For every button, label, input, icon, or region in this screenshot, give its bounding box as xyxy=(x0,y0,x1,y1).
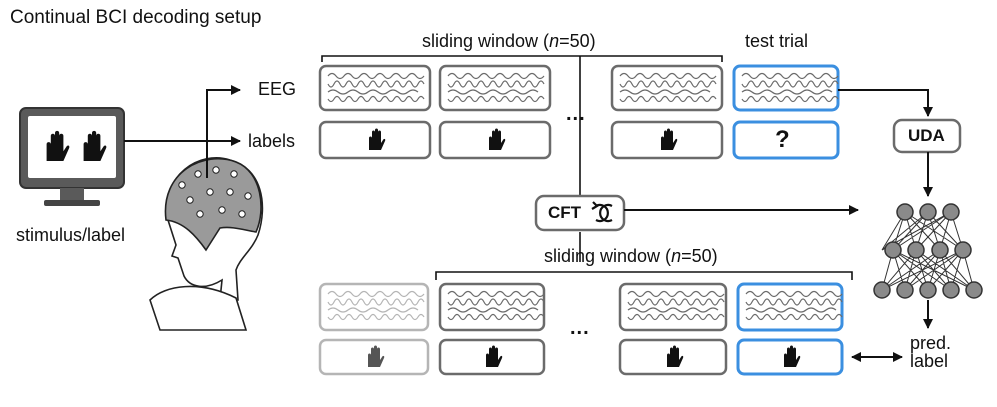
eeg-box xyxy=(438,282,546,332)
pred-label-line1: pred. xyxy=(910,333,952,353)
stimulus-label: stimulus/label xyxy=(16,225,126,245)
question-icon: ? xyxy=(775,126,790,153)
labels-input-label: labels xyxy=(248,131,296,151)
eeg-input-label: EEG xyxy=(258,79,297,99)
cft-label: CFT xyxy=(548,203,582,222)
eeg-box xyxy=(618,282,728,332)
test-to-uda-arrow xyxy=(838,89,933,117)
top-sliding-window-label: sliding window (n=50) xyxy=(422,31,596,51)
page-title: Continual BCI decoding setup xyxy=(10,7,262,28)
label-box xyxy=(438,120,552,160)
new-trial-eeg-box xyxy=(736,282,844,332)
test-trial-eeg-box xyxy=(732,64,840,112)
refresh-icon xyxy=(591,201,613,223)
bottom-ellipsis: ... xyxy=(570,317,590,339)
monitor-icon xyxy=(19,107,125,206)
label-box xyxy=(438,338,546,376)
eeg-box xyxy=(318,64,432,112)
label-box xyxy=(318,120,432,160)
eeg-box xyxy=(438,64,552,112)
neural-network-icon xyxy=(873,203,983,299)
label-box-faded xyxy=(318,338,430,376)
uda-label: UDA xyxy=(908,126,945,145)
label-box xyxy=(610,120,724,160)
top-window-bracket xyxy=(321,55,723,262)
head-eeg-cap-icon xyxy=(149,157,264,331)
bottom-sliding-window-label: sliding window (n=50) xyxy=(544,246,718,266)
new-trial-label-box xyxy=(736,338,844,376)
eeg-box xyxy=(610,64,724,112)
label-box xyxy=(618,338,728,376)
test-trial-label: test trial xyxy=(745,31,809,51)
pred-label-line2: label xyxy=(910,351,949,371)
eeg-arrow xyxy=(206,85,241,178)
eeg-box-faded xyxy=(318,282,430,332)
test-trial-label-box xyxy=(732,120,840,160)
bottom-window-bracket xyxy=(435,271,853,280)
top-ellipsis: ... xyxy=(566,103,586,125)
